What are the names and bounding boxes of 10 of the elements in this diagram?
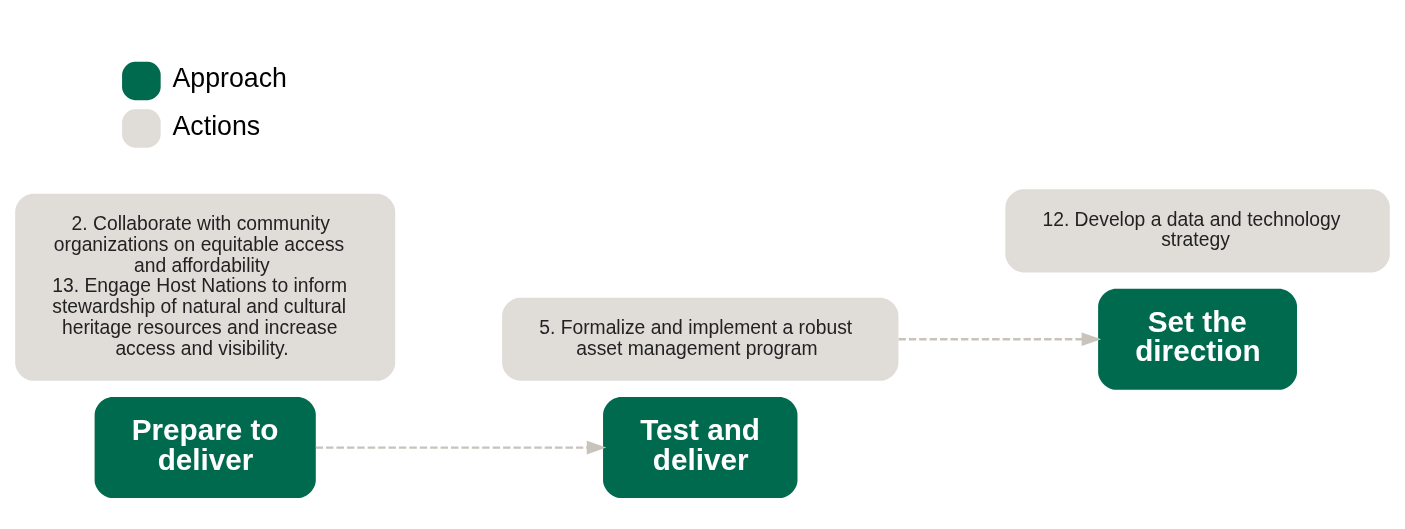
node-box: 5. Formalize and implement a robust asset management program (502, 297, 899, 381)
legend-label: Actions (172, 110, 261, 141)
arrow (898, 331, 1102, 346)
node-box: Prepare to deliver (94, 396, 316, 498)
node-box: 12. Develop a data and technology strategy (1005, 188, 1390, 272)
node-box: Set the direction (1098, 288, 1298, 390)
node-box: 2. Collaborate with community organizations on equitable access and affordability 13. Engage Host Nations to inform stewardship of natural and cultural heritage resources and increase access and visibility. (15, 193, 396, 381)
node-box: Test and deliver (603, 396, 798, 498)
arrow (315, 440, 607, 454)
legend-label: Approach (172, 62, 287, 93)
